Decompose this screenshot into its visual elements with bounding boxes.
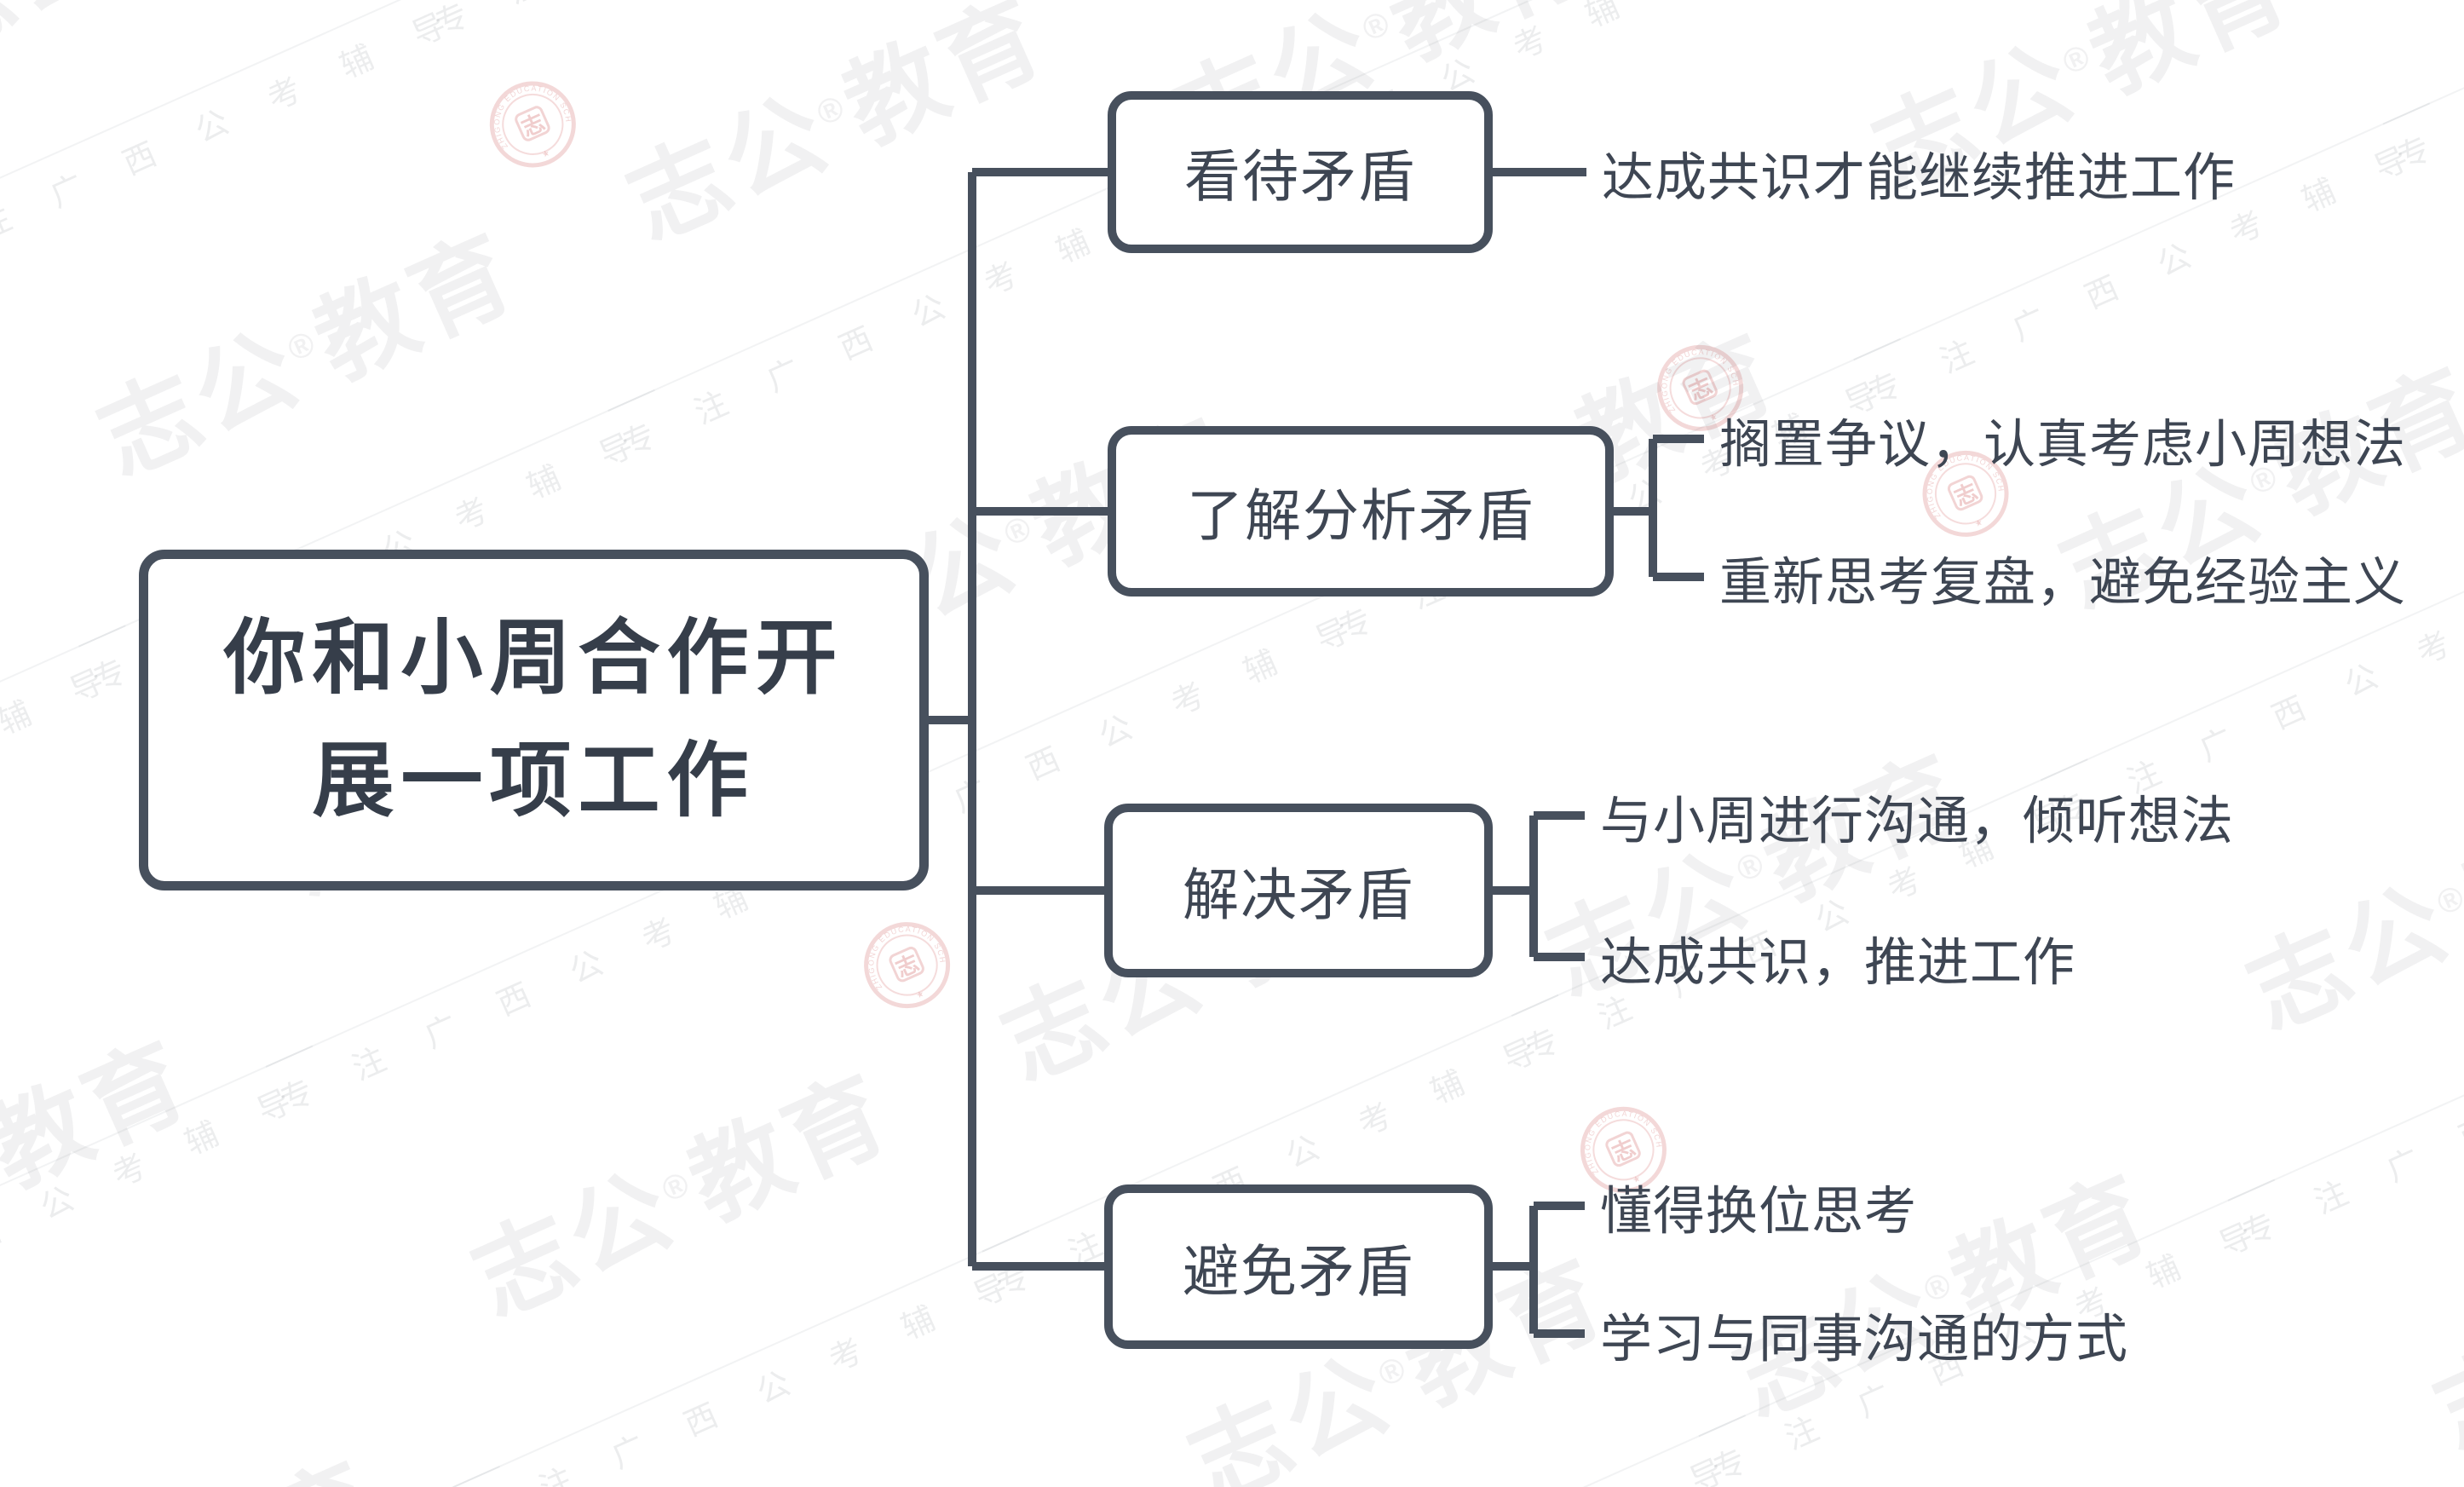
leaf-node[interactable]: 学习与同事沟通的方式 [1600,1309,2129,1368]
leaf-node[interactable]: 重新思考复盘，避免经验主义 [1719,552,2407,611]
leaf-node[interactable]: 懂得换位思考 [1600,1181,1918,1240]
branch-node-understand-analyze-conflict[interactable]: 了解分析矛盾 [1108,426,1614,597]
branch-node-view-conflict[interactable]: 看待矛盾 [1108,91,1493,253]
leaf-node[interactable]: 搁置争议，认真考虑小周想法 [1719,414,2407,473]
root-node[interactable]: 你和小周合作开展一项工作 [139,550,929,890]
branch-node-resolve-conflict[interactable]: 解决矛盾 [1104,804,1493,977]
leaf-node[interactable]: 达成共识，推进工作 [1600,932,2076,991]
branch-node-avoid-conflict[interactable]: 避免矛盾 [1104,1184,1493,1349]
leaf-node[interactable]: 与小周进行沟通，倾听想法 [1600,791,2235,850]
leaf-node[interactable]: 达成共识才能继续推进工作 [1602,147,2237,206]
